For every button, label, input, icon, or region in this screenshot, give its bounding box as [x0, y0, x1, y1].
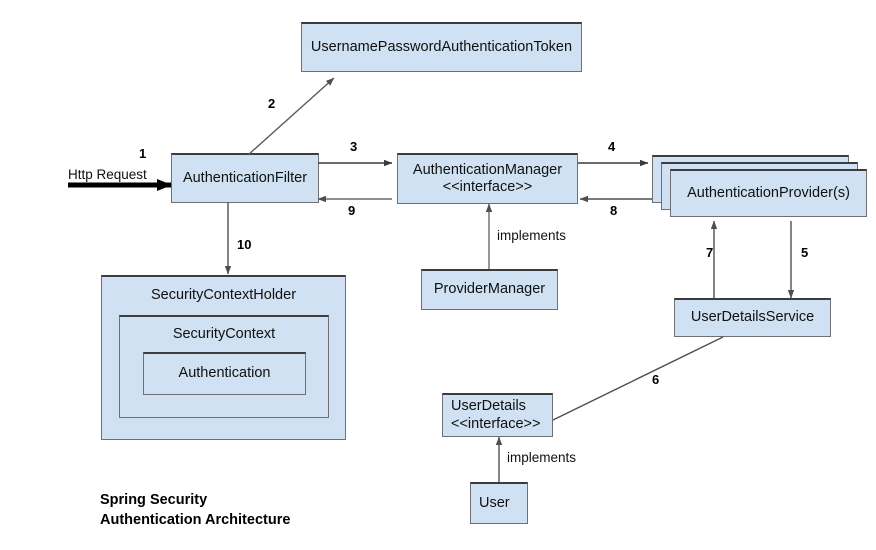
node-authentication[interactable]: Authentication: [143, 352, 306, 395]
edge-number-7: 7: [706, 245, 714, 260]
node-user-details[interactable]: UserDetails <<interface>>: [442, 393, 553, 437]
implements-label-provider-manager: implements: [497, 228, 567, 243]
edge-number-4: 4: [608, 139, 616, 154]
node-label: Authentication: [178, 365, 271, 382]
diagram-title: Spring Security Authentication Architect…: [100, 492, 291, 528]
node-authentication-filter[interactable]: AuthenticationFilter: [171, 153, 319, 203]
node-label: AuthenticationProvider(s): [687, 184, 850, 201]
edge-number-8: 8: [610, 203, 618, 218]
node-security-context[interactable]: SecurityContext Authentication: [119, 315, 329, 418]
node-authentication-manager[interactable]: AuthenticationManager <<interface>>: [397, 153, 578, 204]
node-label: UsernamePasswordAuthenticationToken: [310, 38, 573, 55]
node-label: ProviderManager: [433, 281, 546, 298]
implements-label-user: implements: [507, 450, 577, 465]
edge-number-6: 6: [652, 372, 660, 387]
node-user[interactable]: User: [470, 482, 528, 524]
node-label: AuthenticationFilter: [182, 169, 308, 186]
node-label: AuthenticationManager <<interface>>: [412, 161, 563, 195]
node-security-context-holder[interactable]: SecurityContextHolder SecurityContext Au…: [101, 275, 346, 440]
edge-2-filter-to-token: [247, 77, 335, 156]
node-label: UserDetailsService: [690, 309, 815, 326]
node-username-password-authentication-token[interactable]: UsernamePasswordAuthenticationToken: [301, 22, 582, 72]
node-label: SecurityContextHolder: [150, 287, 297, 303]
edge-6-user-details-service-to-user-details: [552, 336, 724, 421]
node-label: User: [479, 494, 510, 511]
edge-number-3: 3: [350, 139, 358, 154]
edge-number-2: 2: [268, 96, 276, 111]
edge-number-9: 9: [348, 203, 356, 218]
node-label: SecurityContext: [172, 326, 276, 342]
http-request-label: Http Request: [68, 167, 147, 182]
node-user-details-service[interactable]: UserDetailsService: [674, 298, 831, 337]
edge-number-1: 1: [139, 146, 147, 161]
node-authentication-provider[interactable]: AuthenticationProvider(s): [670, 169, 867, 217]
node-label: UserDetails <<interface>>: [451, 398, 541, 432]
node-provider-manager[interactable]: ProviderManager: [421, 269, 558, 310]
edge-number-5: 5: [801, 245, 809, 260]
edge-number-10: 10: [237, 237, 252, 252]
